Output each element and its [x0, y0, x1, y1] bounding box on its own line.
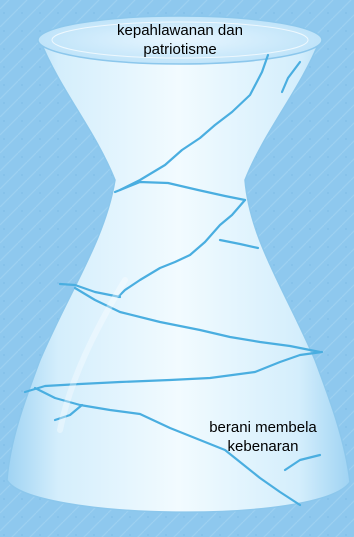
bottom-label-line-1: berani membela: [178, 418, 348, 437]
bottom-label-line-2: kebenaran: [178, 437, 348, 456]
bottom-label: berani membela kebenaran: [178, 418, 348, 456]
top-label: kepahlawanan dan patriotisme: [60, 21, 300, 59]
top-label-line-2: patriotisme: [60, 40, 300, 59]
top-label-line-1: kepahlawanan dan: [60, 21, 300, 40]
